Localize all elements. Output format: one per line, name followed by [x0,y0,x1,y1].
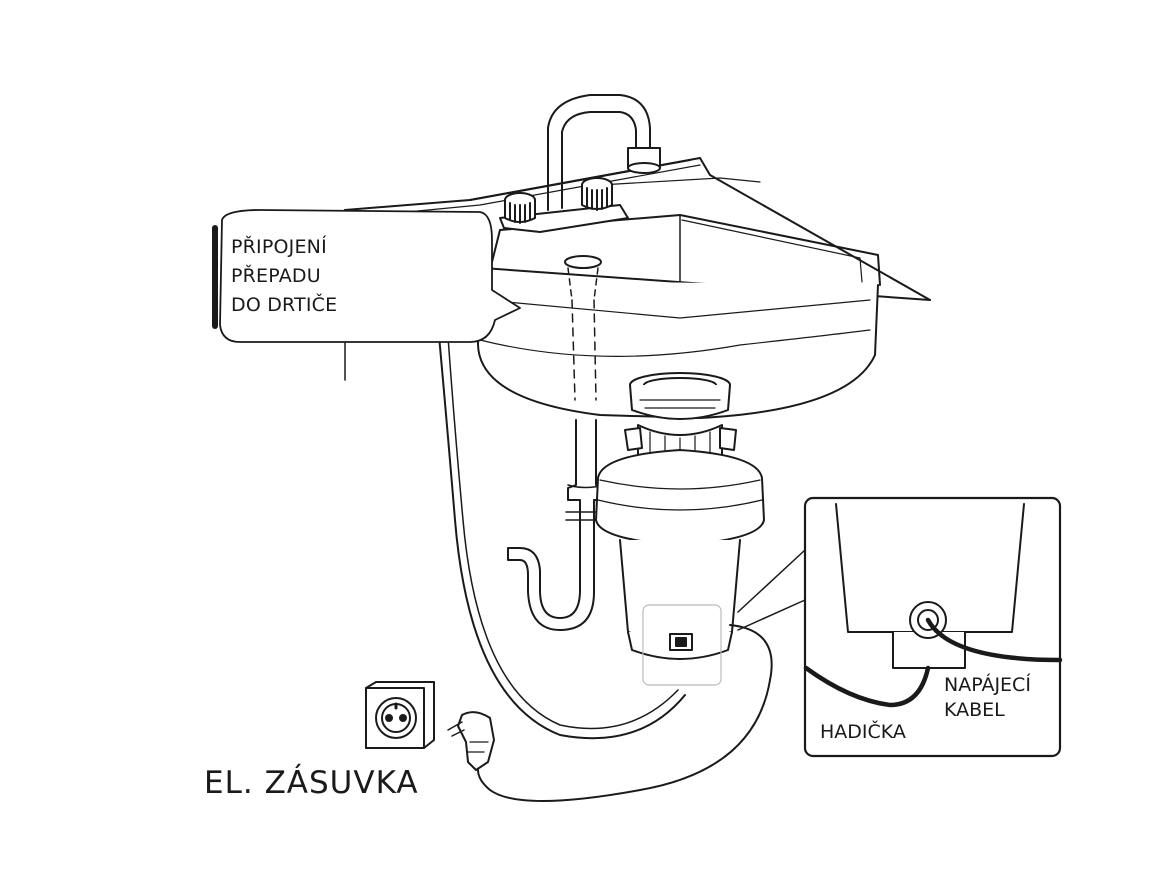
wall-socket [365,681,435,749]
electrical-socket-label: EL. ZÁSUVKA [204,765,419,801]
overflow-connection-label: PŘIPOJENÍ PŘEPADU DO DRTIČE [231,238,337,325]
overflow-label-line-3: DO DRTIČE [231,294,338,316]
overflow-label-line-2: PŘEPADU [231,265,321,287]
air-switch-plug [447,711,495,771]
drain-trap [507,419,609,631]
power-cable-label-line-2: KABEL [944,699,1005,721]
sink-bowl [477,214,881,419]
food-waste-disposer [595,372,765,686]
power-cable-label-line-1: NAPÁJECÍ [944,674,1031,696]
detail-panel [803,496,1063,758]
hose-label: HADIČKA [820,721,906,743]
overflow-label-line-1: PŘIPOJENÍ [231,236,327,258]
faucet-handle-right [581,177,613,211]
faucet-handle-left [504,192,536,224]
sink-drain-opening [564,255,602,401]
overflow-callout-bubble [219,209,521,343]
detail-callout-lines [737,549,806,631]
power-cable [477,624,773,802]
power-cable-label: NAPÁJECÍ KABEL [944,676,1031,726]
faucet [499,94,661,233]
